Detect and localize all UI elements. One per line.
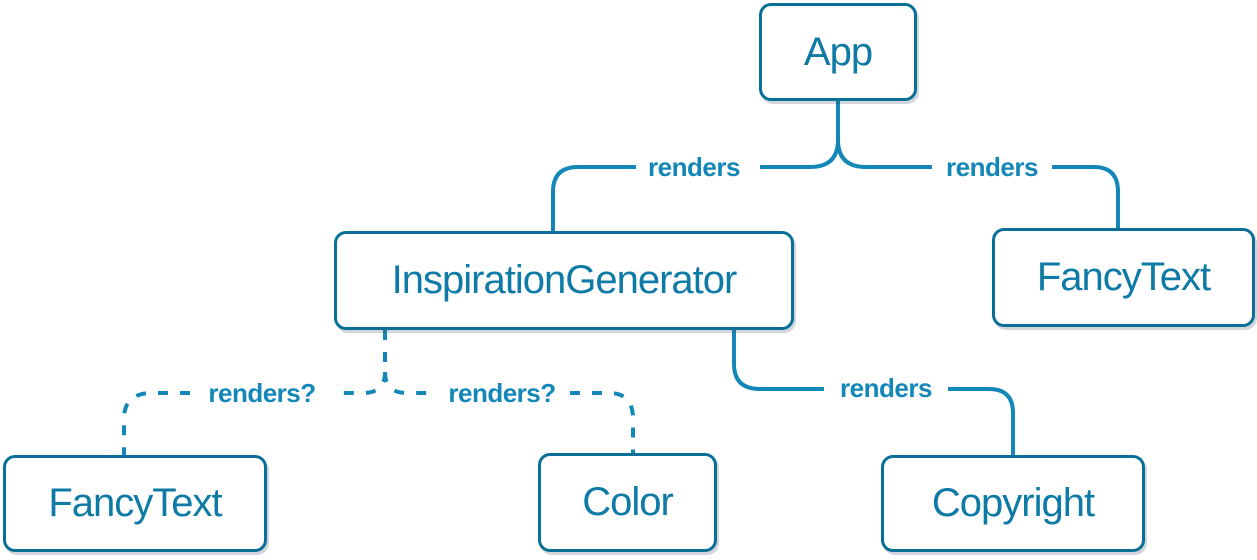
edge-label-app-inspirationgenerator: renders (648, 152, 740, 182)
edge-app-inspirationgenerator-right (551, 165, 636, 231)
node-app-label: App (803, 29, 873, 74)
edge-inspirationgenerator-fancytext-right (122, 391, 190, 455)
edge-label-inspirationgenerator-color: renders? (448, 378, 556, 408)
edge-inspirationgenerator-fancytext-left (334, 371, 387, 395)
edge-label-app-fancytext: renders (946, 152, 1038, 182)
edge-inspirationgenerator-color-right (570, 391, 635, 453)
node-fancy-text-top-label: FancyText (1036, 255, 1211, 299)
node-inspiration-generator-label: InspirationGenerator (391, 258, 738, 302)
node-copyright: Copyright (881, 455, 1145, 552)
node-inspiration-generator: InspirationGenerator (334, 231, 794, 330)
edge-inspirationgenerator-copyright-right (948, 387, 1015, 455)
node-color-label: Color (582, 480, 674, 524)
edge-label-inspirationgenerator-copyright: renders (840, 373, 932, 403)
edge-app-inspirationgenerator-left (760, 101, 840, 169)
node-fancy-text-bottom-label: FancyText (48, 481, 222, 525)
node-app: App (759, 3, 917, 101)
edge-label-inspirationgenerator-fancytext: renders? (208, 378, 316, 408)
node-color: Color (538, 453, 717, 552)
dashed-edges (122, 330, 635, 455)
node-fancy-text-bottom: FancyText (3, 455, 267, 552)
edge-inspirationgenerator-color-left (383, 371, 434, 395)
node-fancy-text-top: FancyText (992, 228, 1255, 327)
edge-inspirationgenerator-copyright-left (732, 330, 824, 391)
edge-app-fancytext-right (1052, 165, 1120, 228)
node-copyright-label: Copyright (931, 481, 1095, 525)
edge-app-fancytext-left (836, 139, 932, 169)
